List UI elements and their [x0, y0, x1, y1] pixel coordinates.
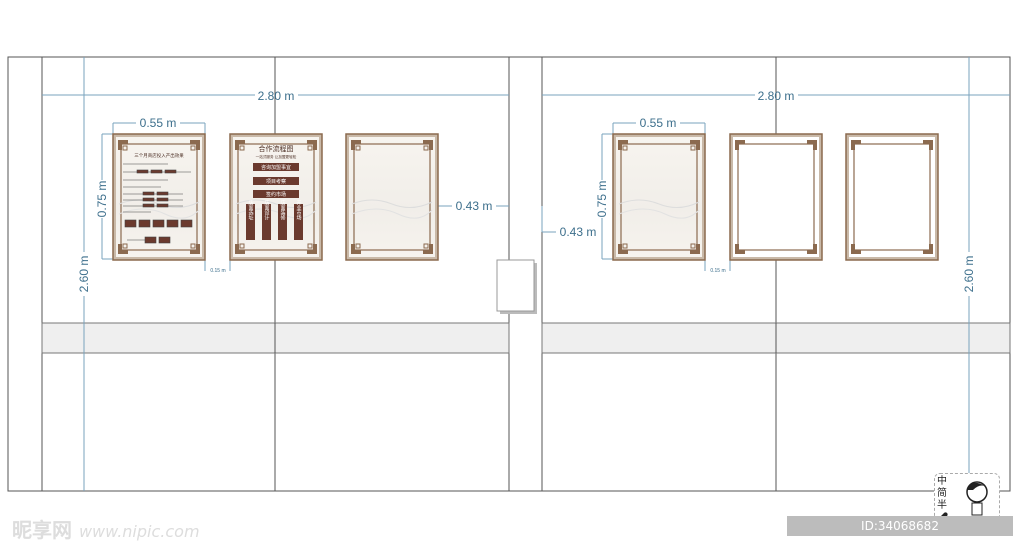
wall-height-label-right: 2.60 m	[962, 256, 976, 293]
frame-width-label-right: 0.55 m	[640, 116, 677, 130]
wall-width-label-left: 2.80 m	[258, 89, 295, 103]
wall-width-label-right: 2.80 m	[758, 89, 795, 103]
flow-title: 合作流程图	[259, 144, 294, 153]
frame-gap-label-right: 0.15 m	[710, 268, 725, 274]
frame-blank-landscape-right	[612, 133, 706, 261]
side-offset-label-left: 0.43 m	[456, 199, 493, 213]
image-id-bar: ID:34068682 NO:20220807215104892105	[787, 516, 1013, 553]
side-offset-label-right: 0.43 m	[560, 225, 597, 239]
frame-width-label-left: 0.55 m	[140, 116, 177, 130]
watermark: 昵享网 www.nipic.com	[12, 518, 200, 542]
flow-column-4: 开业市场	[296, 200, 302, 221]
sales-panel-title: 三个月商店投入产出效果	[134, 152, 184, 159]
wall-height-label-left: 2.60 m	[77, 256, 91, 293]
mascot-label: 中简半	[937, 476, 947, 511]
flow-subtitle: 一站式服务 让加盟更轻松	[256, 154, 297, 159]
frame-blank-landscape	[345, 133, 439, 261]
flow-column-1: 店面选址	[248, 199, 254, 220]
flow-step-1: 咨询加盟事宜	[261, 164, 291, 171]
frame-height-label-left: 0.75 m	[95, 181, 109, 218]
frame-empty-2	[845, 133, 939, 261]
frame-gap-label-left: 0.15 m	[210, 268, 225, 274]
flow-column-2: 店面设计	[264, 199, 270, 221]
dimension-lines	[42, 57, 1010, 491]
wall-outline	[7, 56, 1011, 492]
frame-sales-panel: 三个月商店投入产出效果	[112, 133, 206, 261]
frame-flow-chart: 合作流程图 一站式服务 让加盟更轻松 咨询加盟事宜 项目考察 签约市场 店面选址…	[229, 133, 323, 261]
flow-step-3: 签约市场	[266, 191, 286, 198]
flow-column-3: 店面装修	[280, 199, 286, 221]
flow-step-2: 项目考察	[266, 178, 286, 185]
frame-empty-1	[729, 133, 823, 261]
wall-switch-plate	[496, 259, 537, 314]
frame-height-label-right: 0.75 m	[595, 181, 609, 218]
mascot-figure-icon	[941, 481, 988, 519]
